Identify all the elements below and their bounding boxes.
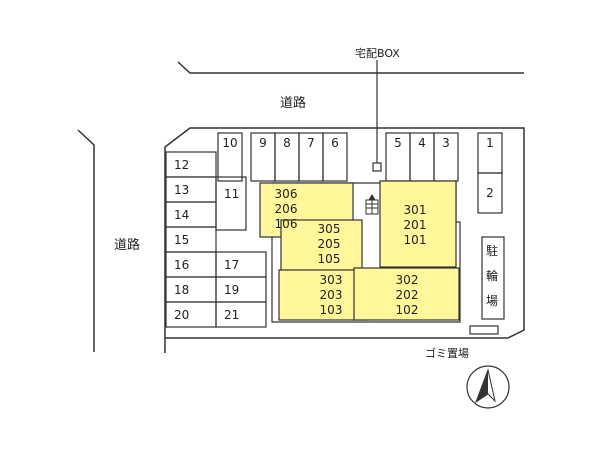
garbage-area: [469, 325, 499, 335]
parking-label-19: 19: [224, 283, 239, 297]
parking-label-9: 9: [259, 136, 267, 150]
parking-label-8: 8: [283, 136, 291, 150]
unit-block-305: [280, 219, 363, 273]
unit-block-303: [278, 269, 369, 321]
bicycle-label-3: 場: [486, 294, 498, 308]
stairs-icon: [365, 194, 379, 215]
unit-102: 102: [396, 303, 419, 317]
parking-label-21: 21: [224, 308, 239, 322]
left-road-label: 道路: [114, 237, 140, 253]
delivery-box-marker: [372, 162, 382, 172]
unit-block-301: [379, 180, 457, 268]
unit-block-302: [353, 267, 460, 321]
parking-label-4: 4: [418, 136, 426, 150]
parking-label-7: 7: [307, 136, 315, 150]
delivery-box-label: 宅配BOX: [355, 46, 400, 60]
parking-label-13: 13: [174, 183, 189, 197]
parking-label-3: 3: [442, 136, 450, 150]
parking-label-6: 6: [331, 136, 339, 150]
bicycle-parking: [481, 236, 505, 320]
parking-label-12: 12: [174, 158, 189, 172]
site-boundary: [164, 127, 525, 353]
unit-303: 303: [320, 273, 343, 287]
parking-label-2: 2: [486, 186, 494, 200]
parking-label-5: 5: [394, 136, 402, 150]
unit-103: 103: [320, 303, 343, 317]
top-road-line: [177, 61, 524, 74]
parking-label-14: 14: [174, 208, 189, 222]
north-arrow-icon: [466, 365, 510, 409]
unit-201: 201: [404, 218, 427, 232]
unit-202: 202: [396, 288, 419, 302]
unit-301: 301: [404, 203, 427, 217]
parking-label-20: 20: [174, 308, 189, 322]
bicycle-label-2: 輪: [486, 268, 498, 283]
garbage-label: ゴミ置場: [425, 346, 469, 360]
left-road-line: [77, 129, 95, 352]
unit-203: 203: [320, 288, 343, 302]
parking-label-10: 10: [222, 136, 237, 150]
parking-label-18: 18: [174, 283, 189, 297]
unit-206: 206: [275, 202, 298, 216]
parking-label-1: 1: [486, 136, 494, 150]
parking-space-10: [217, 132, 243, 182]
parking-label-11: 11: [224, 187, 239, 201]
unit-101: 101: [404, 233, 427, 247]
parking-space-6: [322, 132, 348, 182]
unit-302: 302: [396, 273, 419, 287]
unit-105: 105: [318, 252, 341, 266]
unit-306: 306: [275, 187, 298, 201]
parking-label-17: 17: [224, 258, 239, 272]
parking-label-16: 16: [174, 258, 189, 272]
unit-305: 305: [318, 222, 341, 236]
unit-106: 106: [275, 217, 298, 231]
unit-205: 205: [318, 237, 341, 251]
parking-space-21: [215, 301, 267, 328]
top-road-label: 道路: [280, 95, 306, 111]
parking-space-11: [215, 176, 247, 231]
bicycle-label-1: 駐: [486, 243, 498, 258]
parking-space-2: [477, 172, 503, 214]
parking-label-15: 15: [174, 233, 189, 247]
